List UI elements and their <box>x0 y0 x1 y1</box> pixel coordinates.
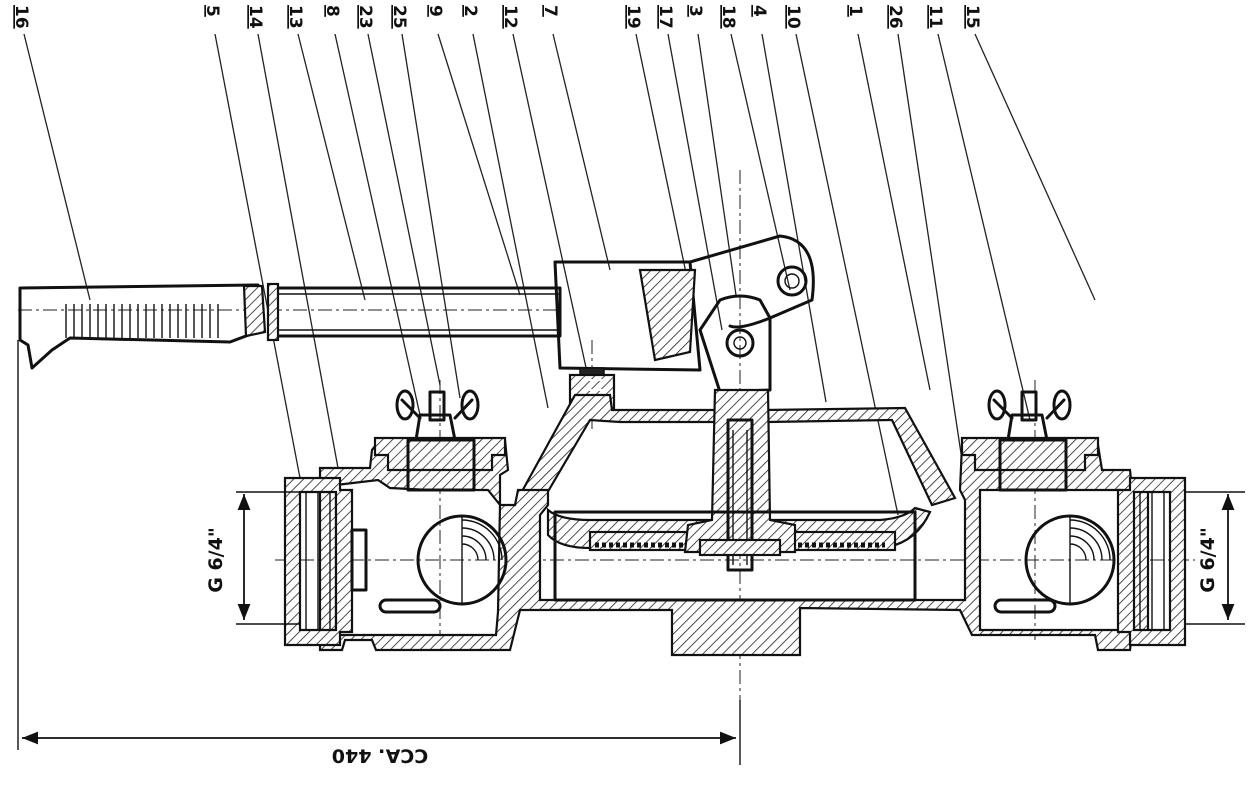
center-lines <box>18 170 1195 700</box>
left-ball-valve <box>378 514 508 614</box>
part-label-10: 10 <box>783 5 803 29</box>
right-outlet-fitting <box>1116 476 1187 647</box>
part-label-8: 8 <box>322 5 342 17</box>
lever-tube <box>266 282 562 342</box>
part-label-12: 12 <box>500 5 520 29</box>
left-inlet-fitting <box>283 476 368 647</box>
inlet-thread-label: G 6/4" <box>205 527 227 593</box>
right-valve-cap <box>960 389 1100 492</box>
part-label-26: 26 <box>885 5 905 29</box>
part-label-4: 4 <box>749 5 769 17</box>
lever-handle <box>18 283 267 370</box>
right-ball-valve <box>993 514 1116 614</box>
part-label-19: 19 <box>623 5 643 29</box>
part-label-1: 1 <box>845 5 865 17</box>
part-label-18: 18 <box>718 5 738 29</box>
part-label-9: 9 <box>425 5 445 17</box>
part-label-2: 2 <box>460 5 480 17</box>
part-labels: 16 5 14 13 8 23 25 9 2 12 7 19 17 3 18 4… <box>11 5 982 29</box>
handle-grip-ribs <box>65 304 219 338</box>
part-label-11: 11 <box>925 5 945 29</box>
part-label-23: 23 <box>355 5 375 29</box>
part-label-15: 15 <box>962 5 982 29</box>
dimension-lines <box>17 340 1245 765</box>
part-label-5: 5 <box>202 5 222 17</box>
part-label-7: 7 <box>540 5 560 17</box>
outlet-thread-label: G 6/4" <box>1197 527 1219 593</box>
part-label-17: 17 <box>655 5 675 29</box>
part-label-13: 13 <box>285 5 305 29</box>
part-label-25: 25 <box>389 5 409 29</box>
part-label-16: 16 <box>11 5 31 29</box>
overall-length-label: CCA. 440 <box>332 745 428 767</box>
part-label-3: 3 <box>685 5 705 17</box>
lever-socket <box>553 234 815 394</box>
part-label-14: 14 <box>245 5 265 29</box>
left-valve-cap <box>373 389 507 492</box>
